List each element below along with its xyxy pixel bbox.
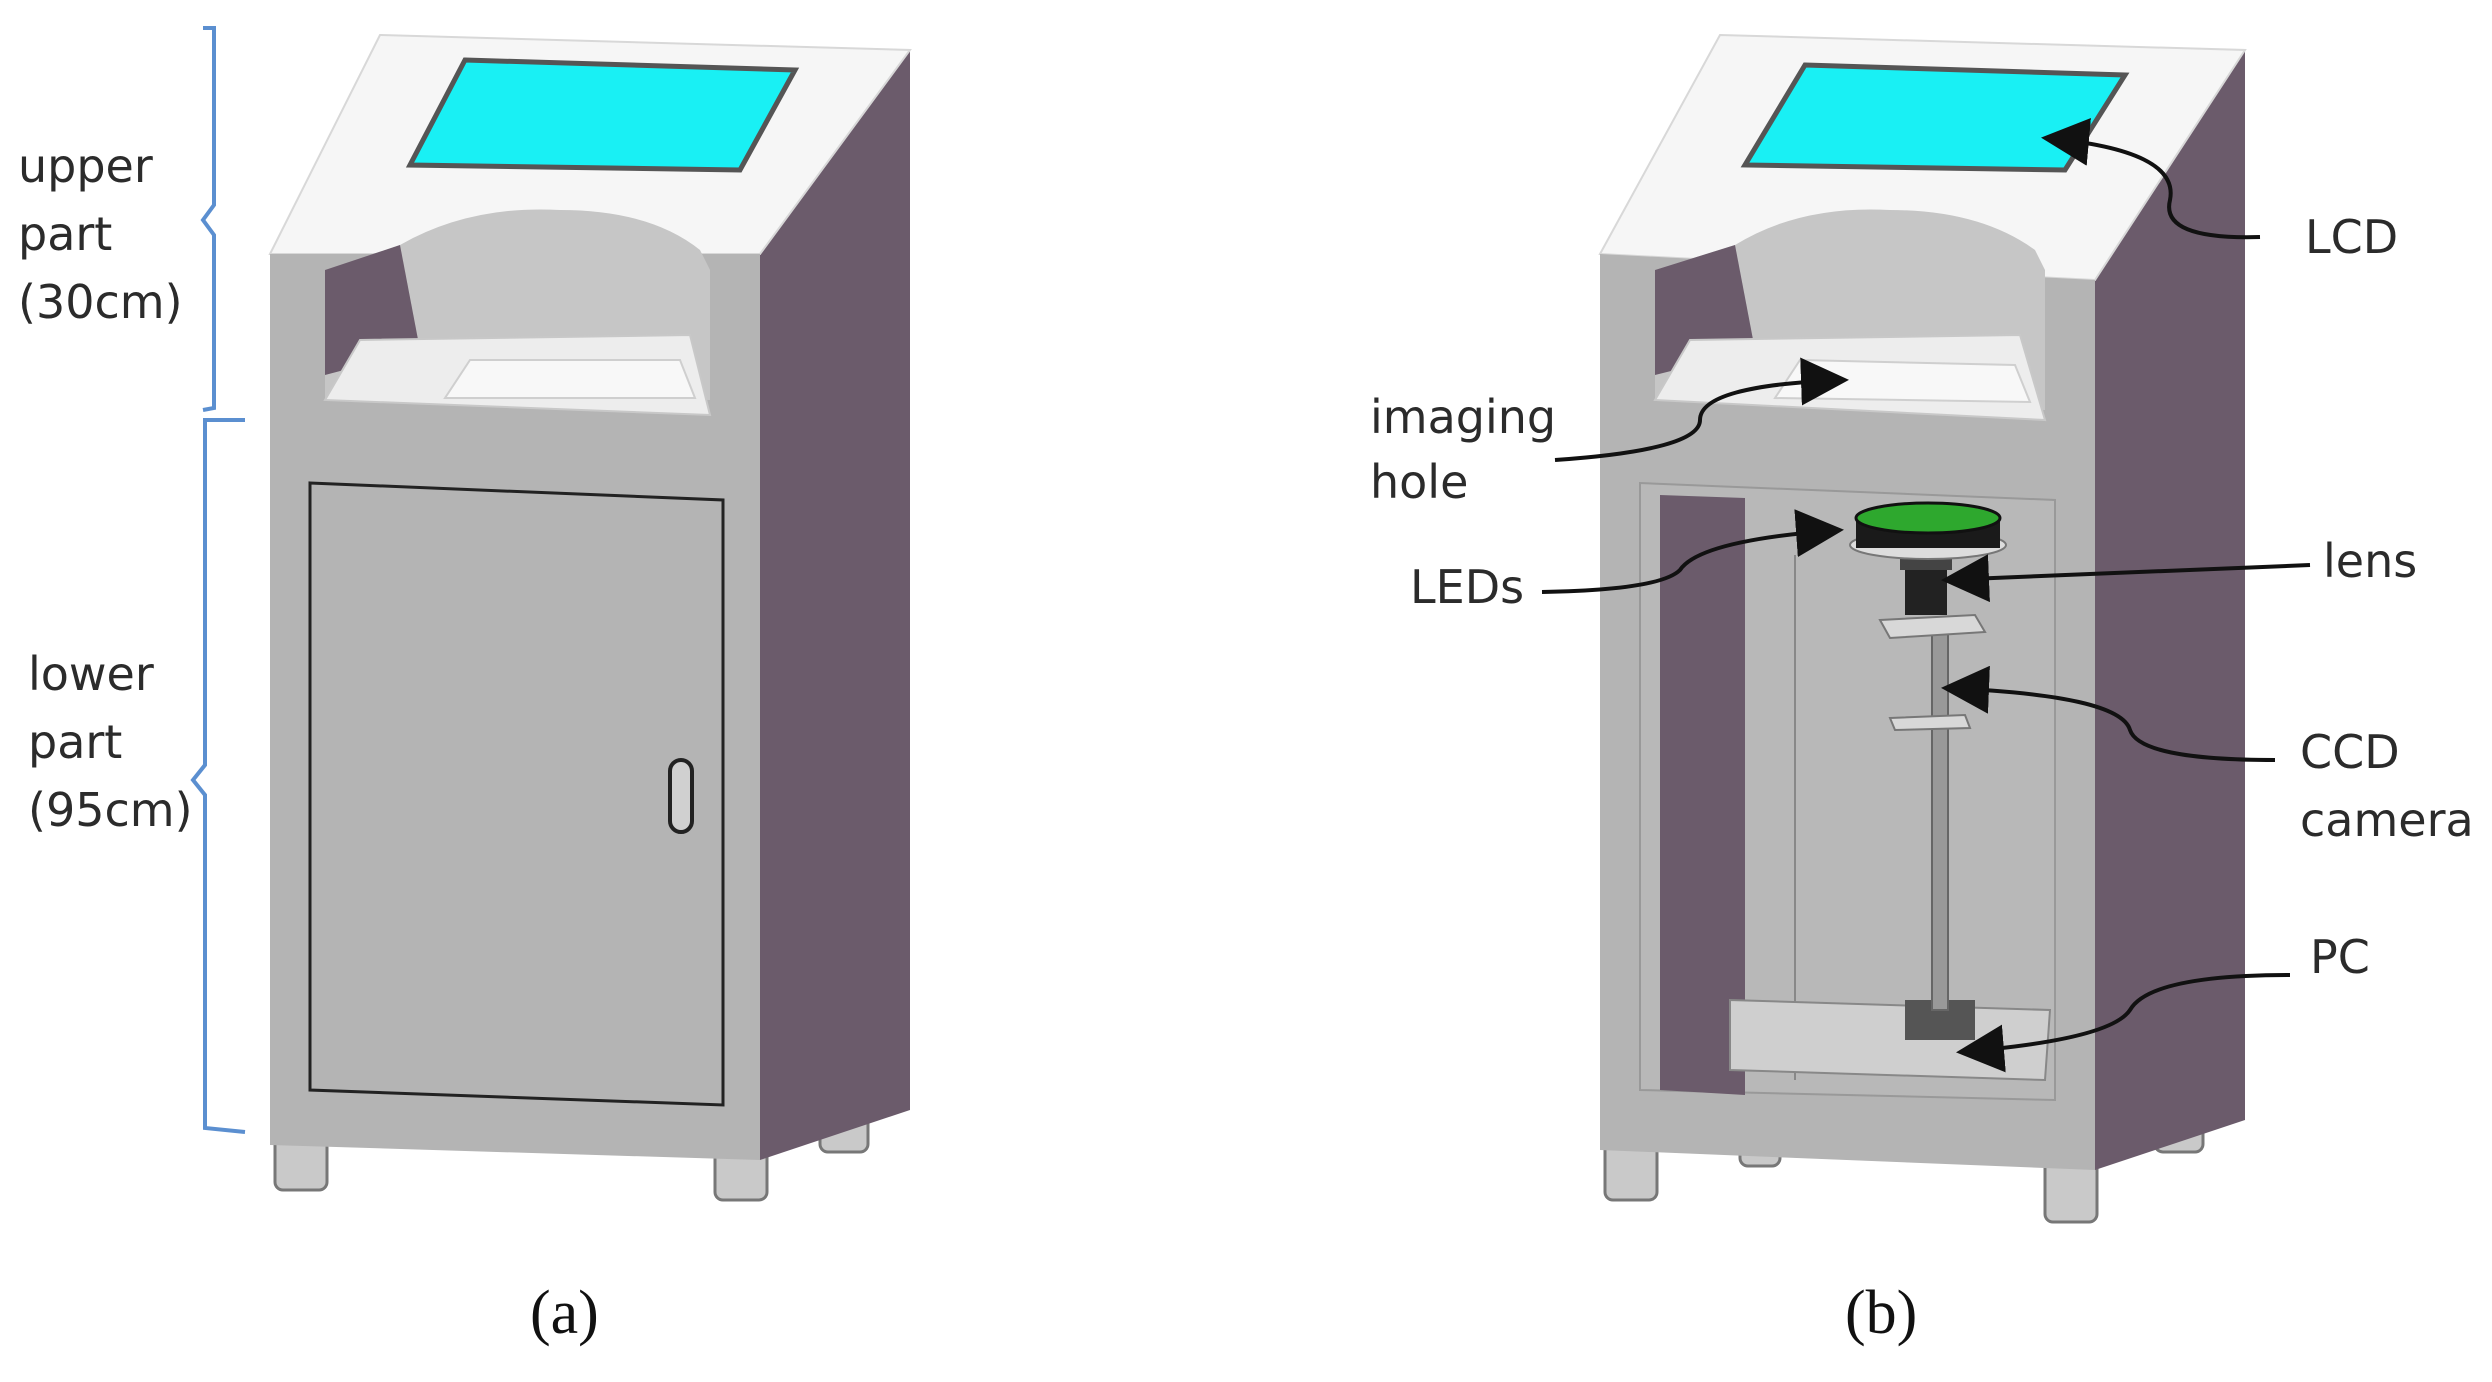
side-panel: [760, 50, 910, 1160]
arrow-lens: [1941, 554, 2311, 603]
lcd-screen: [1740, 62, 2130, 173]
lower-part-line-2: part: [28, 715, 123, 769]
bracket-upper: [200, 26, 216, 412]
cavity-dark: [1660, 495, 1745, 1095]
upper-part-line-2: part: [18, 207, 113, 261]
label-imaging-2: hole: [1370, 455, 1469, 509]
upper-part-line-1: upper: [18, 139, 153, 193]
arrow-ccd: [1941, 665, 2276, 762]
arrow-leds: [1541, 509, 1844, 594]
label-leds: LEDs: [1410, 560, 1525, 614]
base-plate: [1729, 998, 2052, 1082]
label-ccd-1: CCD: [2300, 725, 2400, 779]
bracket-lower: [190, 418, 246, 1134]
label-ccd-2: camera: [2300, 793, 2474, 847]
callout-arrows: [1541, 117, 2311, 1073]
lcd-screen: [405, 57, 800, 173]
imaging-hole-a: [443, 359, 697, 399]
door-handle: [668, 758, 694, 834]
arrow-pc: [1956, 973, 2291, 1073]
label-lcd: LCD: [2305, 210, 2399, 264]
arrow-lcd: [2041, 117, 2261, 240]
label-imaging-1: imaging: [1370, 390, 1557, 444]
caption-b: (b): [1845, 1279, 1918, 1347]
stand-bracket: [1888, 713, 1972, 732]
lower-part-line-1: lower: [28, 647, 154, 701]
arrow-imaging-hole: [1554, 357, 1849, 462]
door: [308, 481, 725, 1107]
caption-a: (a): [530, 1279, 599, 1347]
ccd-camera: [1905, 565, 1947, 615]
led-ring-top: [1854, 501, 2002, 535]
cabinet-a: [268, 33, 912, 1202]
label-pc: PC: [2310, 930, 2370, 984]
cabinet-b: [1598, 33, 2247, 1224]
label-lens: lens: [2323, 534, 2418, 588]
side-panel: [2095, 50, 2245, 1170]
upper-part-line-3: (30cm): [18, 275, 183, 329]
lower-part-line-3: (95cm): [28, 783, 193, 837]
stand-bracket: [1878, 613, 1987, 640]
